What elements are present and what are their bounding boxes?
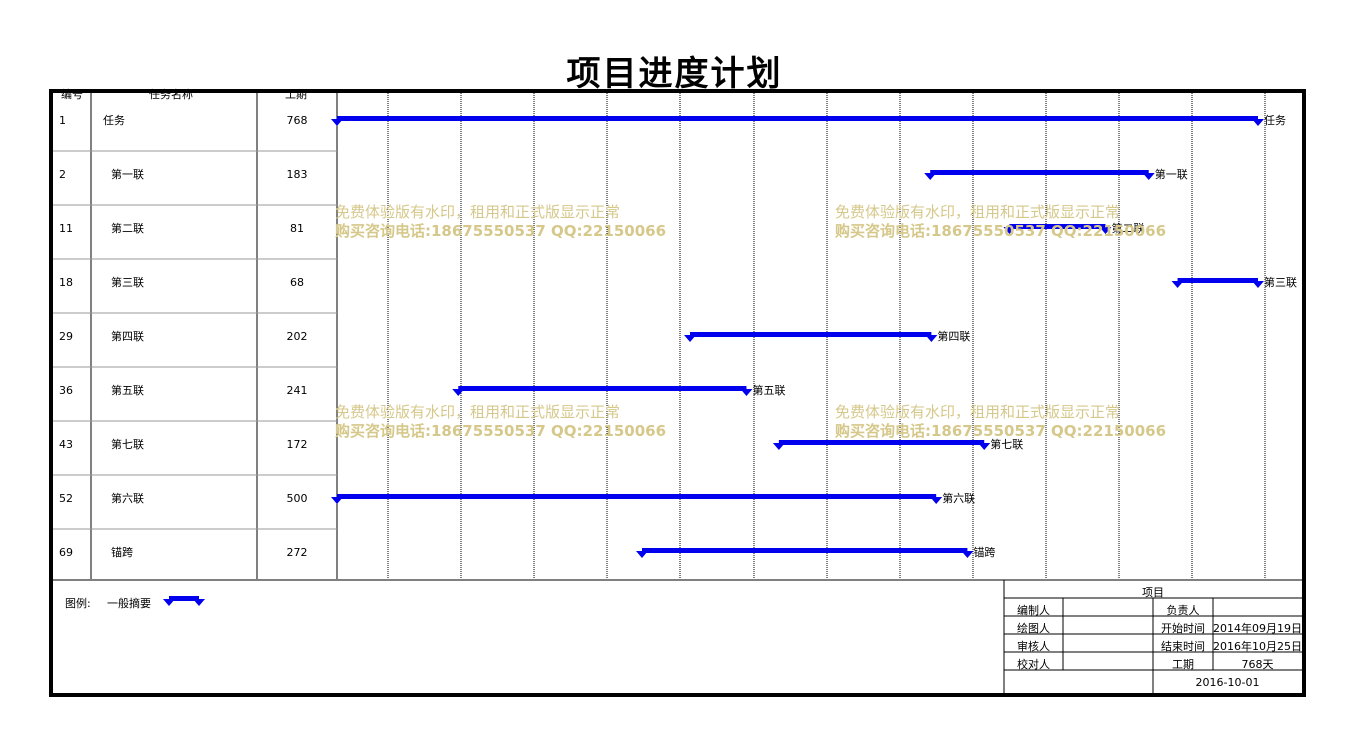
gantt-bar bbox=[924, 170, 1155, 180]
info-owner-label: 负责人 bbox=[1166, 604, 1200, 617]
task-duration: 202 bbox=[286, 330, 308, 343]
task-name: 第二联 bbox=[111, 222, 144, 235]
info-drafter-label: 绘图人 bbox=[1017, 622, 1050, 635]
task-duration: 241 bbox=[286, 384, 308, 397]
task-name: 第五联 bbox=[111, 384, 144, 397]
task-duration: 768 bbox=[286, 114, 308, 127]
info-start-label: 开始时间 bbox=[1161, 622, 1205, 635]
info-reviewer-label: 审核人 bbox=[1017, 640, 1050, 653]
gantt-bar bbox=[684, 332, 938, 342]
bar-label: 第一联 bbox=[1154, 168, 1188, 181]
info-duration-label: 工期 bbox=[1172, 658, 1194, 671]
info-compiler-label: 编制人 bbox=[1017, 604, 1050, 617]
task-id: 2 bbox=[59, 168, 66, 181]
legend-item-label: 一般摘要 bbox=[107, 597, 151, 610]
gantt-bar bbox=[331, 494, 943, 504]
header-name: 任务名称 bbox=[149, 88, 193, 101]
task-name: 锚跨 bbox=[111, 546, 133, 559]
gantt-bar bbox=[452, 386, 753, 396]
task-duration: 172 bbox=[286, 438, 308, 451]
page-title: 项目进度计划 bbox=[566, 54, 783, 94]
gantt-bar bbox=[1171, 278, 1264, 288]
header-duration: 工期 bbox=[285, 88, 307, 101]
task-name: 任务 bbox=[103, 114, 125, 127]
gantt-chart bbox=[53, 93, 1302, 693]
task-id: 29 bbox=[59, 330, 73, 343]
info-checker-label: 校对人 bbox=[1017, 658, 1050, 671]
task-id: 11 bbox=[59, 222, 73, 235]
gantt-frame: 编号 任务名称 工期 1 任务 768 2 第一联 183 11 第二联 81 18 第三联 68 29… bbox=[49, 89, 1306, 697]
bar-label: 锚跨 bbox=[973, 546, 996, 559]
task-duration: 272 bbox=[286, 546, 308, 559]
task-name: 第三联 bbox=[111, 276, 144, 289]
gantt-bar bbox=[772, 440, 991, 450]
task-name: 第六联 bbox=[111, 492, 144, 505]
info-end-value: 2016年10月25日 bbox=[1213, 640, 1302, 653]
task-duration: 81 bbox=[290, 222, 304, 235]
task-id: 69 bbox=[59, 546, 73, 559]
task-name: 第一联 bbox=[111, 168, 144, 181]
task-id: 18 bbox=[59, 276, 73, 289]
gantt-bar bbox=[331, 116, 1264, 126]
gantt-bar bbox=[1003, 224, 1112, 234]
task-name: 第七联 bbox=[111, 438, 144, 451]
task-duration: 68 bbox=[290, 276, 304, 289]
task-id: 43 bbox=[59, 438, 73, 451]
info-start-value: 2014年09月19日 bbox=[1213, 622, 1302, 635]
bar-label: 第三联 bbox=[1264, 276, 1297, 289]
header-id: 编号 bbox=[61, 88, 83, 101]
gantt-bar bbox=[635, 548, 974, 558]
info-duration-value: 768天 bbox=[1241, 658, 1274, 671]
info-project-label: 项目 bbox=[1142, 586, 1164, 599]
bar-label: 第六联 bbox=[942, 492, 976, 505]
bar-label: 第四联 bbox=[937, 330, 971, 343]
task-id: 52 bbox=[59, 492, 73, 505]
bar-label: 第五联 bbox=[752, 384, 786, 397]
bar-label: 任务 bbox=[1264, 114, 1286, 127]
legend-summary-bar-icon bbox=[163, 596, 205, 606]
info-end-label: 结束时间 bbox=[1161, 640, 1205, 653]
bar-label: 第七联 bbox=[990, 438, 1024, 451]
task-duration: 183 bbox=[286, 168, 308, 181]
legend-label: 图例: bbox=[65, 597, 91, 610]
task-name: 第四联 bbox=[111, 330, 144, 343]
bar-label: 第二联 bbox=[1111, 222, 1145, 235]
task-duration: 500 bbox=[286, 492, 308, 505]
task-id: 36 bbox=[59, 384, 73, 397]
info-date: 2016-10-01 bbox=[1195, 676, 1260, 689]
task-id: 1 bbox=[59, 114, 66, 127]
